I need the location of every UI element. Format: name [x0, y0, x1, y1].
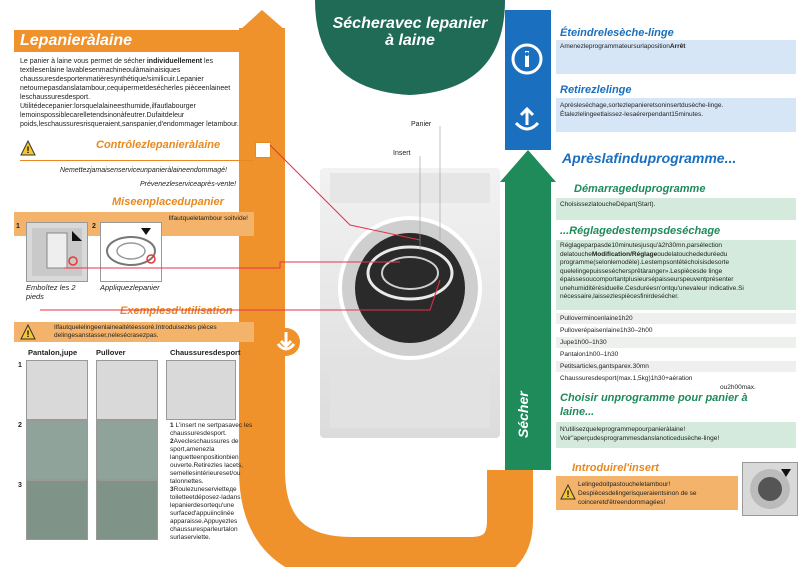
- off-title: Éteindrelesèche-linge: [560, 27, 674, 39]
- insert-bar: ! Lelingedoitpastoucheletambour!Despièce…: [556, 476, 738, 510]
- time-title: ...Réglagedestempsdeséchage: [560, 225, 721, 237]
- start-title: Démarrageduprogramme: [574, 183, 706, 195]
- row-number: 1: [18, 362, 22, 369]
- control-marker: [255, 142, 271, 158]
- row-number: 3: [18, 482, 22, 489]
- place-title: Miseenplacedupanier: [112, 196, 224, 208]
- remove-title: Retirezlelinge: [560, 84, 632, 96]
- time-row: Jupe1h00–1h30: [556, 337, 796, 348]
- off-bar: AmenezleprogrammateursurlapositionArrêt: [556, 40, 796, 74]
- insert-photo: [742, 462, 798, 516]
- header-circle: [315, 0, 505, 95]
- column-header: Pantalon,jupe: [28, 348, 78, 357]
- choose-bar: N'utilisezqueleprogrammepourpanieràlaine…: [556, 422, 796, 448]
- label-panier: Panier: [411, 121, 432, 128]
- warning-icon: !: [20, 139, 36, 156]
- label-insert: Insert: [393, 150, 411, 157]
- shoe-text-1: L'insert ne sertpasavec les chaussuresde…: [170, 422, 253, 437]
- svg-text:!: !: [27, 329, 30, 339]
- after-title: Aprèslafinduprogramme...: [562, 150, 737, 166]
- warn-line-1: Nemettezjamaisenserviceunpanieràlaineend…: [60, 167, 227, 174]
- time-row: Pantalon1h00–1h30: [556, 349, 796, 360]
- column-header: Pullover: [96, 348, 126, 357]
- warning-icon: !: [20, 323, 36, 340]
- pullover-photo-3: [96, 480, 158, 540]
- start-text: ChoisissezlatoucheDépart(Start).: [560, 201, 656, 208]
- insert-title: Introduirel'insert: [572, 462, 659, 474]
- divider: [20, 160, 254, 161]
- examples-note-bar: ! Ilfautquelelingeenlaineaitétéessoré.In…: [14, 322, 254, 342]
- insert-text: Lelingedoitpastoucheletambour!Despiècesd…: [578, 481, 697, 506]
- pullover-photo-2: [96, 420, 158, 480]
- power-icon: [510, 42, 544, 76]
- page-title: Sécheravec lepanier à laine: [332, 15, 488, 49]
- shoe-text-2: Avecleschaussures de sport,amenezla lang…: [170, 438, 243, 485]
- time-row: Pulloverépaisenlaine1h30–2h00: [556, 325, 796, 336]
- step1-caption: Emboîtez les 2 pieds: [26, 283, 76, 301]
- start-bar: ChoisissezlatoucheDépart(Start).: [556, 198, 796, 220]
- left-title-bar: Lepanieràlaine: [14, 30, 250, 52]
- svg-text:!: !: [567, 489, 570, 499]
- intro-text-2: les textilesenlaine lavablesenmachineoul…: [20, 58, 231, 101]
- shoe-instructions: 1 L'insert ne sertpasavec les chaussures…: [170, 422, 253, 541]
- svg-text:!: !: [27, 145, 30, 155]
- choose-title: Choisir unprogramme pour panier à laine.…: [560, 392, 748, 418]
- step-number: 2: [92, 223, 96, 230]
- orange-flow-band: [239, 28, 533, 567]
- time-row: Pullovermincenlaine1h20: [556, 313, 796, 324]
- time-bar: Réglageparpasde10minutesjusqu'à2h30mn,pa…: [556, 240, 796, 310]
- pullover-photo-1: [96, 360, 158, 420]
- step2-photo: [100, 222, 162, 282]
- examples-title: Exemplesd'utilisation: [120, 305, 233, 317]
- green-arrow-head: [500, 150, 556, 182]
- row-number: 2: [18, 422, 22, 429]
- dryer-illustration: [320, 168, 500, 438]
- pants-photo-3: [26, 480, 88, 540]
- choose-text: N'utilisezqueleprogrammepourpanieràlaine…: [560, 426, 720, 442]
- step2-caption: Appliquezlepanier: [100, 283, 160, 292]
- vertical-label: Sécher: [515, 391, 531, 438]
- place-note: Ilfautqueletambour soitvide!: [168, 215, 249, 222]
- vertical-label-wrap: Sécher: [507, 380, 549, 440]
- intro-text-3: Utilitédecepanier:lorsquelalaineesthumid…: [20, 103, 239, 128]
- remove-text: Aprèsleséchage,sortezlepanieretsoninsert…: [560, 102, 724, 118]
- time-row: Petitsarticles,gantsparex.30mn: [556, 361, 796, 372]
- shoe-text-3: Roulezuneservietteде toiletteetdéposez-l…: [170, 486, 241, 541]
- pants-photo-1: [26, 360, 88, 420]
- off-text: AmenezleprogrammateursurlapositionArrêt: [560, 43, 686, 50]
- pants-photo-2: [26, 420, 88, 480]
- warning-icon: !: [560, 483, 576, 500]
- time-row: Chaussuresdesport(max.1,5kg)1h30+aératio…: [556, 373, 796, 384]
- shoes-photo-1: [166, 360, 236, 420]
- remove-arrow-icon: [510, 103, 544, 137]
- step-number: 1: [16, 223, 20, 230]
- control-title: Contrôlezlepanieràlaine: [96, 139, 221, 151]
- left-intro: Le panier à laine vous permet de sécher …: [20, 57, 254, 129]
- intro-bold: individuellement: [146, 58, 203, 65]
- intro-text: Le panier à laine vous permet de sécher: [20, 58, 147, 65]
- time-row-extra: ou2h00max.: [720, 384, 756, 391]
- column-header: Chaussuresdesport: [170, 348, 241, 357]
- remove-bar: Aprèsleséchage,sortezlepanieretsoninsert…: [556, 98, 796, 132]
- insert-arrow-icon: [270, 326, 302, 358]
- left-title: Lepanieràlaine: [20, 32, 133, 49]
- time-text: Réglageparpasde10minutesjusqu'à2h30mn,pa…: [560, 242, 744, 300]
- orange-arrow-head: [240, 10, 285, 30]
- warn-line-2: Prévenezleserviceaprès-vente!: [140, 181, 237, 188]
- examples-note: Ilfautquelelingeenlaineaitétéessoré.Intr…: [54, 324, 217, 339]
